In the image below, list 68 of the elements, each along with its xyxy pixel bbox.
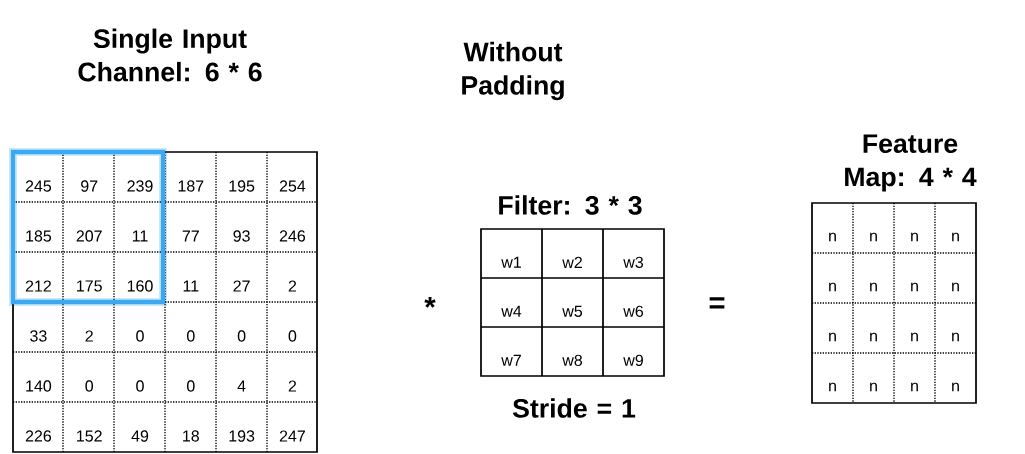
output-value: n xyxy=(826,231,839,243)
weight-value: w8 xyxy=(560,353,585,368)
cell-value: 4 xyxy=(235,379,248,393)
cell-value: 185 xyxy=(23,229,54,243)
cell-value: 0 xyxy=(235,329,248,343)
weight-value: w4 xyxy=(499,304,524,319)
output-value: n xyxy=(908,381,921,393)
cell-value: 245 xyxy=(23,179,54,193)
cell-value: 0 xyxy=(134,379,146,393)
cell-value: 160 xyxy=(125,279,155,293)
output-value: n xyxy=(949,281,962,293)
output-value: n xyxy=(826,331,839,343)
cell-value: 11 xyxy=(130,229,150,243)
output-value: n xyxy=(908,331,921,343)
output-value: n xyxy=(908,231,921,243)
cell-value: 254 xyxy=(277,179,308,193)
cell-value: 11 xyxy=(181,279,201,293)
operator-sign: = xyxy=(709,297,725,309)
cell-value: 77 xyxy=(180,229,202,243)
output-value: n xyxy=(949,381,962,393)
cell-value: 247 xyxy=(277,429,308,443)
cell-value: 0 xyxy=(83,379,95,393)
cell-value: 27 xyxy=(231,279,252,293)
output-value: n xyxy=(867,331,880,343)
weight-value: w5 xyxy=(560,304,585,319)
heading: Filter: 3 * 3 xyxy=(499,195,642,215)
cell-value: 195 xyxy=(226,179,257,193)
cell-value: 212 xyxy=(23,279,54,293)
cell-value: 0 xyxy=(185,329,197,343)
cell-value: 152 xyxy=(74,429,104,443)
weight-value: w3 xyxy=(621,255,646,270)
cell-value: 207 xyxy=(74,229,104,243)
cell-value: 2 xyxy=(286,379,299,393)
weight-value: w1 xyxy=(499,255,524,270)
cell-value: 187 xyxy=(176,179,206,193)
cell-value: 97 xyxy=(78,179,100,193)
cell-value: 2 xyxy=(83,329,95,343)
output-value: n xyxy=(949,331,962,343)
cell-value: 226 xyxy=(23,429,54,443)
output-value: n xyxy=(949,231,962,243)
cell-value: 18 xyxy=(180,429,202,443)
output-value: n xyxy=(867,381,880,393)
output-value: n xyxy=(867,231,880,243)
cell-value: 175 xyxy=(74,279,104,293)
cell-value: 246 xyxy=(277,229,308,243)
weight-value: w7 xyxy=(499,353,524,368)
heading: Stride = 1 xyxy=(512,398,636,418)
cell-value: 49 xyxy=(129,429,151,443)
cell-value: 140 xyxy=(23,379,54,393)
weight-value: w6 xyxy=(621,304,646,319)
output-value: n xyxy=(826,381,839,393)
output-value: n xyxy=(867,281,880,293)
heading: Without Padding xyxy=(462,41,564,101)
cell-value: 0 xyxy=(185,379,197,393)
operator-sign: * xyxy=(424,296,436,308)
cell-value: 193 xyxy=(226,429,257,443)
cell-value: 0 xyxy=(286,329,299,343)
heading: Single Input Channel: 6 * 6 xyxy=(78,28,262,82)
cell-value: 33 xyxy=(28,329,49,343)
output-value: n xyxy=(826,281,839,293)
cell-value: 239 xyxy=(125,179,155,193)
cell-value: 0 xyxy=(134,329,146,343)
weight-value: w2 xyxy=(560,255,585,270)
cell-value: 2 xyxy=(286,279,299,293)
cell-value: 93 xyxy=(231,229,252,243)
heading: Feature Map: 4 * 4 xyxy=(845,134,977,192)
output-value: n xyxy=(908,281,921,293)
weight-value: w9 xyxy=(621,353,646,368)
